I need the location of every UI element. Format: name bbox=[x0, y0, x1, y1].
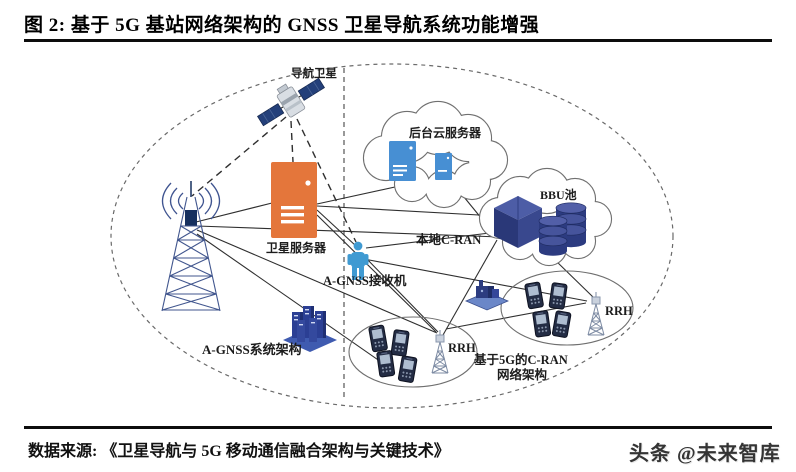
bbu-cube-icon bbox=[494, 196, 542, 248]
city-buildings-icon bbox=[283, 306, 337, 352]
field-equipment-icon bbox=[464, 280, 510, 311]
connection-lines bbox=[195, 184, 594, 365]
label-agnss-architecture: A-GNSS系统架构 bbox=[202, 342, 302, 357]
label-rrh-right: RRH bbox=[605, 304, 633, 318]
cloud-server-icons bbox=[389, 141, 452, 181]
footer-rule bbox=[24, 426, 772, 429]
label-agnss-receiver: A-GNSS接收机 bbox=[323, 274, 407, 288]
bbu-cylinders-icon bbox=[538, 202, 587, 256]
data-source-text: 数据来源: 《卫星导航与 5G 移动通信融合架构与关键技术》 bbox=[28, 443, 450, 460]
label-rrh-left: RRH bbox=[448, 341, 476, 355]
title-rule bbox=[24, 39, 772, 42]
system-boundary-ellipse bbox=[110, 63, 674, 409]
label-backend-cloud: 后台云服务器 bbox=[409, 126, 482, 140]
rrh-tower-left-icon bbox=[431, 329, 449, 374]
label-nav-satellite: 导航卫星 bbox=[291, 68, 337, 80]
agnss-receiver-person-icon bbox=[347, 241, 369, 280]
base-station-tower-icon bbox=[161, 181, 221, 312]
label-satellite-server: 卫星服务器 bbox=[266, 241, 327, 255]
label-cran-architecture-line1: 基于5G的C-RAN bbox=[474, 353, 568, 367]
right-cell-ellipse bbox=[500, 270, 634, 346]
navigation-satellite-icon bbox=[257, 77, 325, 127]
mobile-phones-left-cell bbox=[368, 324, 418, 384]
satellite-server-icon bbox=[271, 162, 317, 238]
rrh-tower-right-icon bbox=[587, 291, 605, 336]
label-bbu-pool: BBU池 bbox=[540, 188, 577, 202]
label-local-cran: 本地C-RAN bbox=[416, 233, 482, 247]
satellite-dashed-links bbox=[191, 116, 357, 243]
label-cran-architecture-line2: 网络架构 bbox=[497, 368, 548, 382]
left-cell-ellipse bbox=[348, 316, 478, 388]
figure-title: 图 2: 基于 5G 基站网络架构的 GNSS 卫星导航系统功能增强 bbox=[24, 15, 540, 36]
watermark-text: 头条 @未来智库 bbox=[629, 443, 781, 465]
